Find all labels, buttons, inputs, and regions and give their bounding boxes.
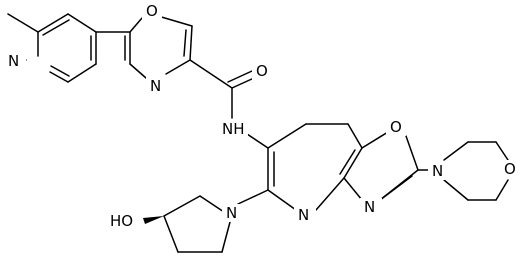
bond bbox=[237, 189, 269, 205]
bond bbox=[267, 123, 307, 149]
bond bbox=[227, 70, 253, 83]
bond bbox=[163, 195, 201, 217]
bond bbox=[37, 13, 69, 33]
atom-o-carbonyl: O bbox=[256, 62, 268, 80]
bond bbox=[67, 13, 97, 33]
bond bbox=[443, 179, 469, 201]
atom-o-oxazole: O bbox=[146, 2, 158, 20]
bond bbox=[189, 25, 193, 61]
atom-n-morpholine: N bbox=[432, 162, 443, 180]
bond bbox=[315, 177, 345, 211]
bond bbox=[49, 71, 69, 83]
bond bbox=[343, 177, 363, 201]
bond bbox=[163, 215, 179, 253]
bond bbox=[495, 179, 509, 201]
atom-n-fused-oxazole: N bbox=[364, 198, 375, 216]
bond bbox=[343, 147, 363, 179]
bond bbox=[129, 17, 143, 33]
bond bbox=[443, 141, 469, 161]
bond bbox=[50, 65, 70, 77]
bond bbox=[183, 29, 187, 57]
atom-nh-amide: NH bbox=[222, 120, 245, 138]
bond bbox=[405, 135, 419, 171]
stereo-wedge-bond bbox=[143, 216, 164, 224]
atom-labels: N O N O NH O N N O N N HO bbox=[4, 2, 520, 230]
atom-o-morpholine: O bbox=[504, 160, 516, 178]
bond bbox=[67, 63, 97, 83]
bond bbox=[189, 59, 233, 89]
bond bbox=[231, 77, 255, 89]
bond bbox=[42, 19, 70, 36]
atom-n-pyrrolidine: N bbox=[226, 204, 237, 222]
bond bbox=[129, 63, 147, 79]
bond bbox=[267, 189, 297, 211]
bond bbox=[379, 175, 413, 201]
atom-ho-hydroxyl: HO bbox=[110, 212, 133, 230]
bond bbox=[221, 221, 231, 253]
bond bbox=[347, 123, 363, 149]
bond bbox=[199, 195, 225, 213]
bonds bbox=[7, 13, 509, 253]
atom-n-fused-pyridine: N bbox=[298, 206, 309, 224]
bond bbox=[165, 59, 191, 75]
bond bbox=[339, 149, 356, 175]
bond bbox=[7, 13, 39, 33]
atom-n-oxazole: N bbox=[150, 77, 161, 95]
bond bbox=[157, 15, 193, 27]
atom-o-fused-oxazole: O bbox=[390, 118, 402, 136]
bond bbox=[495, 141, 509, 161]
atom-n-pyridine: N bbox=[8, 52, 19, 70]
bond bbox=[361, 131, 389, 149]
